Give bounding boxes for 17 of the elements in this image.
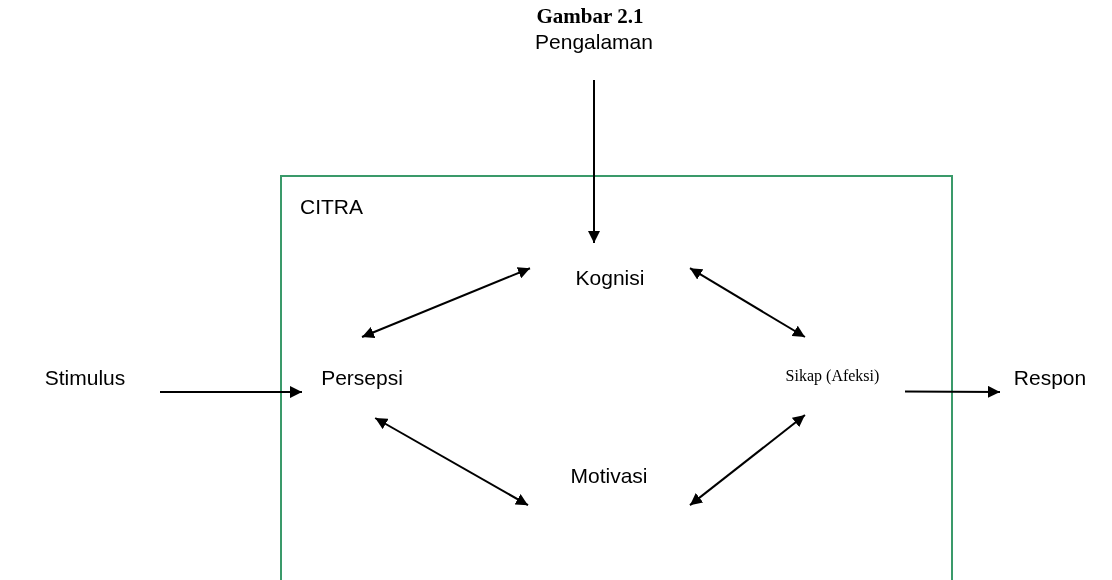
arrow [904, 385, 1001, 398]
node-label: Pengalaman [535, 30, 653, 54]
node-label: Kognisi [575, 266, 645, 290]
figure-title: Gambar 2.1 [535, 4, 645, 29]
frame-label: CITRA [300, 195, 363, 219]
arrow [374, 417, 529, 507]
node-label: Sikap (Afeksi) [785, 367, 880, 385]
arrow [689, 267, 806, 338]
arrow [689, 414, 806, 507]
arrow [588, 79, 600, 244]
node-label: Motivasi [570, 464, 648, 488]
node-label: Stimulus [44, 365, 126, 390]
frame-box [280, 175, 953, 580]
node-label: Persepsi [321, 365, 403, 390]
arrow [361, 267, 531, 338]
arrow [159, 386, 303, 399]
node-label: Respon [1013, 365, 1087, 390]
